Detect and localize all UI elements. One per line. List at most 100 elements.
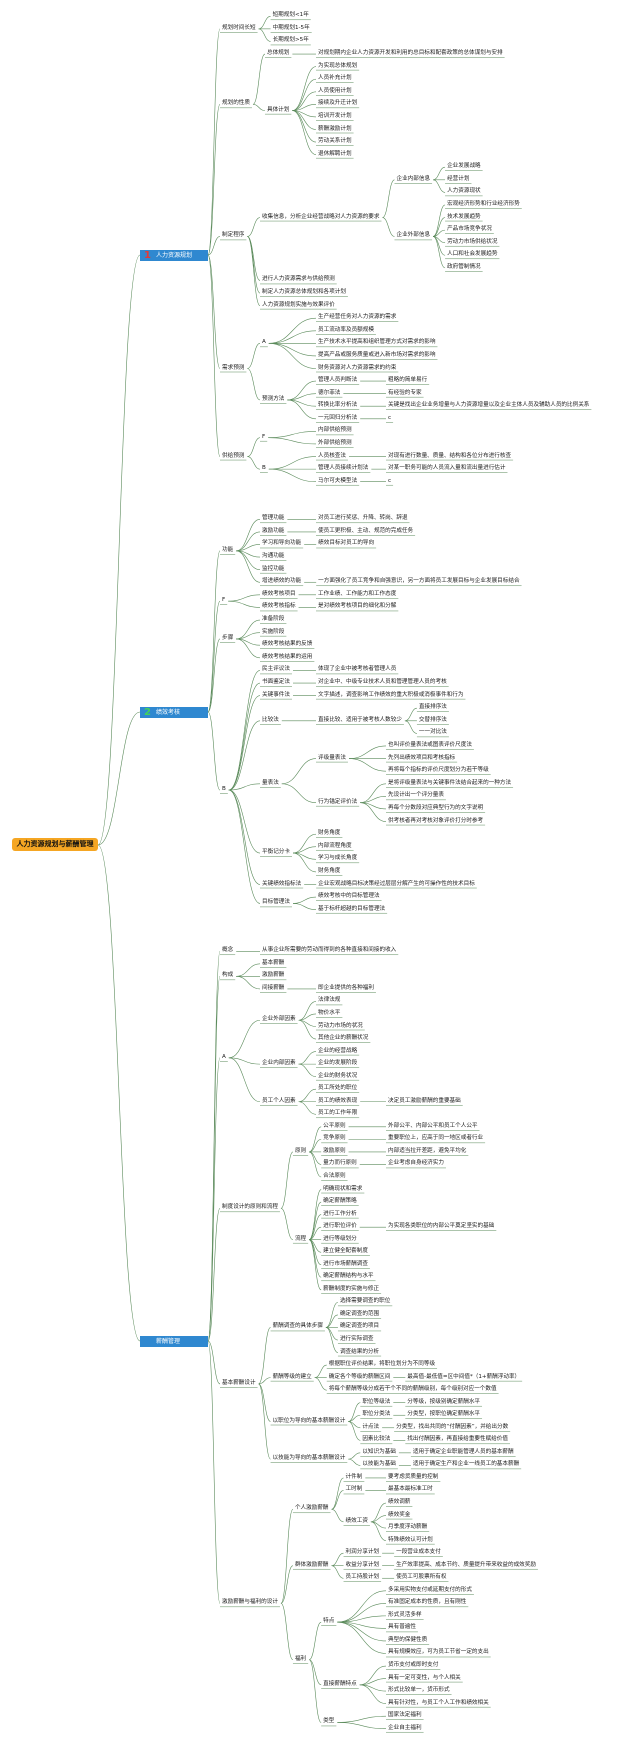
subtopic-node[interactable]: 政府管制情况	[447, 263, 481, 270]
subtopic-node[interactable]: 有准固定成本的性质，且有刚性	[388, 1599, 467, 1606]
subtopic-node[interactable]: 绩效考核项目	[262, 590, 296, 597]
subtopic-node[interactable]: 薪酬等级的建立	[272, 1373, 312, 1380]
subtopic-node[interactable]: 典型的保健性质	[388, 1636, 428, 1643]
subtopic-node[interactable]: 法律法规	[318, 997, 341, 1004]
subtopic-node[interactable]: 根据职位评价结果，将职位划分为不同等级	[328, 1361, 436, 1368]
subtopic-node[interactable]: 绩效奖金	[388, 1511, 411, 1518]
subtopic-node[interactable]: 具有规模效应，可为员工节省一定的支出	[388, 1649, 489, 1656]
subtopic-node[interactable]: 进行实际调查	[339, 1336, 374, 1342]
subtopic-node[interactable]: 内部适当拉开差距，避免平均化	[388, 1147, 467, 1154]
subtopic-node[interactable]: 将每个薪酬等级分成若干个不同的薪酬级别，每个级别对应一个数值	[328, 1386, 497, 1393]
subtopic-node[interactable]: 是对绩效考核项目的细化和分解	[318, 603, 397, 610]
subtopic-node[interactable]: 特点	[323, 1618, 335, 1625]
subtopic-node[interactable]: c	[388, 414, 392, 421]
subtopic-node[interactable]: 也叫评价量表法或图表评价尺度法	[388, 741, 472, 748]
subtopic-node[interactable]: 一段营业成本支付	[396, 1549, 441, 1556]
subtopic-node[interactable]: 劳动关系计划	[318, 138, 352, 145]
subtopic-node[interactable]: 以知识为基础	[362, 1448, 396, 1455]
subtopic-node[interactable]: 薪酬调查的具体步骤	[272, 1323, 323, 1330]
subtopic-node[interactable]: 制定人力资源总体规划和各项计划	[262, 289, 346, 296]
subtopic-node[interactable]: 国家法定福利	[388, 1712, 422, 1719]
subtopic-node[interactable]: 直接排序法	[418, 704, 447, 711]
subtopic-node[interactable]: 目标管理法	[262, 899, 290, 906]
subtopic-node[interactable]: 激励薪酬	[262, 972, 285, 979]
subtopic-node[interactable]: 经营计划	[447, 175, 470, 182]
subtopic-node[interactable]: 企业外部信息	[396, 232, 431, 239]
topic-node[interactable]: 激励薪酬与福利的设计	[222, 1599, 278, 1606]
subtopic-node[interactable]: 类型	[323, 1718, 335, 1725]
subtopic-node[interactable]: 体现了企业中被考核者管理人员	[318, 666, 397, 673]
subtopic-node[interactable]: 德尔菲法	[318, 389, 341, 396]
subtopic-node[interactable]: 比较法	[262, 716, 279, 723]
subtopic-node[interactable]: 一元回归分析法	[318, 414, 358, 421]
subtopic-node[interactable]: 人员补充计划	[318, 75, 352, 82]
subtopic-node[interactable]: 其他企业的薪酬状况	[318, 1035, 369, 1042]
subtopic-node[interactable]: 员工流动率及员额规模	[318, 326, 374, 333]
subtopic-node[interactable]: 要考虑货质量的控制	[388, 1473, 439, 1480]
subtopic-node[interactable]: 分等级，按级别确定薪酬水平	[407, 1398, 481, 1405]
subtopic-node[interactable]: 对员工进行奖惩、升降、转岗、辞退	[318, 515, 408, 522]
subtopic-node[interactable]: 以技能为导向的基本薪酬设计	[272, 1455, 346, 1462]
subtopic-node[interactable]: 直接比较、适用于被考核人数较少	[318, 716, 402, 723]
subtopic-node[interactable]: 评级量表法	[318, 754, 346, 761]
subtopic-node[interactable]: 员工的绩效表现	[318, 1097, 358, 1104]
subtopic-node[interactable]: F	[262, 433, 266, 440]
subtopic-node[interactable]: 员工个人因素	[262, 1097, 296, 1104]
subtopic-node[interactable]: 以职位为导向的基本薪酬设计	[272, 1417, 346, 1424]
subtopic-node[interactable]: c	[388, 477, 392, 484]
subtopic-node[interactable]: 激励功能	[262, 527, 285, 534]
subtopic-node[interactable]: 多采用实物支付或延期支付的形式	[388, 1586, 472, 1593]
subtopic-node[interactable]: 实施阶段	[262, 628, 285, 635]
subtopic-node[interactable]: 企业宏观战略目标决策经过层层分解产生的可操作性的技术目标	[318, 880, 475, 887]
subtopic-node[interactable]: 绩效考核中的目标管理法	[318, 893, 380, 900]
subtopic-node[interactable]: 先设计出一个评分量表	[388, 792, 444, 799]
topic-node[interactable]: 构成	[222, 972, 234, 979]
subtopic-node[interactable]: 量表法	[262, 779, 279, 786]
subtopic-node[interactable]: 使员工更积极、主动、规范的完成任务	[318, 527, 414, 534]
subtopic-node[interactable]: 职位等级法	[362, 1398, 391, 1405]
subtopic-node[interactable]: 关键是找出企业业务增量与人力资源增量以及企业主体人员及辅助人员的比例关系	[388, 402, 590, 409]
subtopic-node[interactable]: 福利	[294, 1655, 307, 1662]
topic-node[interactable]: F	[222, 597, 226, 604]
subtopic-node[interactable]: 明确现状和需求	[323, 1185, 363, 1192]
subtopic-node[interactable]: 群体激励薪酬	[294, 1561, 329, 1568]
subtopic-node[interactable]: 基于标杆超越的目标管理法	[318, 905, 386, 912]
subtopic-node[interactable]: 再每个分数段对应典型行为的文字说明	[388, 804, 484, 811]
subtopic-node[interactable]: 沟通功能	[262, 553, 285, 560]
topic-node[interactable]: 供给预测	[222, 452, 245, 459]
subtopic-node[interactable]: 具有普遍性	[388, 1624, 416, 1631]
topic-node[interactable]: 需求预测	[222, 364, 245, 371]
subtopic-node[interactable]: 生产效率提高、成本节约、质量提升带来收益的成效奖励	[396, 1561, 536, 1568]
topic-node[interactable]: 规划的性质	[222, 100, 250, 107]
subtopic-node[interactable]: 总体规划	[266, 50, 290, 57]
subtopic-node[interactable]: 对企业中、中级专业技术人员和管理管理人员的考核	[318, 679, 447, 686]
subtopic-node[interactable]: 绩效目标对员工的导向	[318, 540, 375, 547]
subtopic-node[interactable]: 企业内部信息	[396, 175, 431, 182]
subtopic-node[interactable]: 人员核查法	[318, 452, 346, 459]
subtopic-node[interactable]: 确定各个等级的薪酬区间	[328, 1373, 391, 1380]
subtopic-node[interactable]: 工时制	[345, 1486, 363, 1493]
subtopic-node[interactable]: 转换比率分析法	[318, 402, 358, 409]
subtopic-node[interactable]: 平衡记分卡	[262, 849, 290, 856]
subtopic-node[interactable]: 监控功能	[262, 565, 285, 572]
subtopic-node[interactable]: 确定薪酬策略	[323, 1198, 357, 1205]
subtopic-node[interactable]: 为实现总体规划	[318, 62, 358, 69]
subtopic-node[interactable]: 长期规划>5年	[272, 37, 309, 44]
subtopic-node[interactable]: 合法原则	[323, 1172, 346, 1179]
branch-node[interactable]: 薪酬管理	[140, 1335, 208, 1347]
subtopic-node[interactable]: 企业内部因素	[262, 1060, 296, 1067]
subtopic-node[interactable]: 企业外部因素	[262, 1016, 296, 1023]
subtopic-node[interactable]: 管理人员接续计划法	[318, 465, 369, 472]
subtopic-node[interactable]: 确定薪酬结构与水平	[323, 1273, 374, 1280]
subtopic-node[interactable]: 直接薪酬特点	[323, 1680, 357, 1687]
subtopic-node[interactable]: 货币支付或即时支付	[388, 1662, 439, 1669]
subtopic-node[interactable]: 量力而行原则	[323, 1160, 357, 1167]
subtopic-node[interactable]: 建立健全配套制度	[323, 1248, 368, 1255]
subtopic-node[interactable]: 基本薪酬	[262, 959, 285, 966]
subtopic-node[interactable]: 工作业绩、工作能力和工作态度	[318, 590, 397, 597]
subtopic-node[interactable]: 形式灵活多样	[388, 1611, 422, 1618]
subtopic-node[interactable]: 分类型，找出共同的“付酬因素”，并给出分数	[396, 1423, 509, 1430]
subtopic-node[interactable]: 短期规划<1年	[272, 12, 309, 19]
